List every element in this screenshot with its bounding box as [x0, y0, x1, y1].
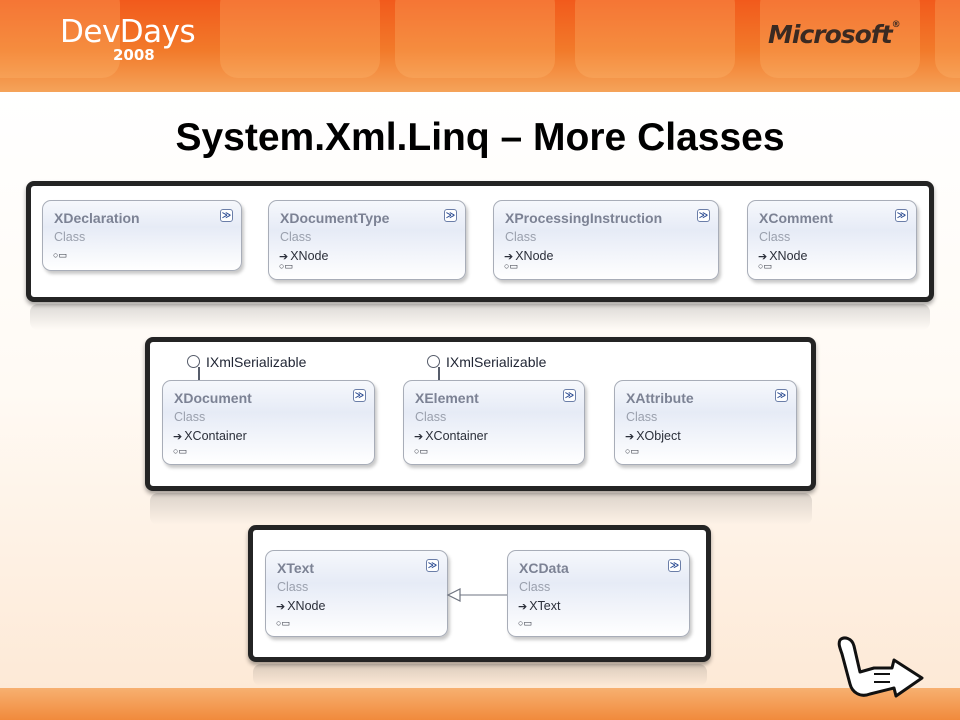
- double-chevron-down-icon[interactable]: ≫: [563, 389, 576, 402]
- class-kind: Class: [174, 410, 206, 424]
- devdays-logo: DevDays: [60, 14, 196, 50]
- class-kind: Class: [759, 230, 791, 244]
- lollipop-interface-icon: ○▭: [758, 261, 772, 271]
- slide-title: System.Xml.Linq – More Classes: [175, 116, 785, 159]
- lollipop-interface-icon: ○▭: [414, 446, 428, 456]
- class-base: ➔XText: [518, 599, 561, 613]
- lollipop-interface-icon: ○▭: [625, 446, 639, 456]
- panel-top: XDeclaration Class ○▭ ≫ XDocumentType Cl…: [26, 181, 934, 302]
- class-name: XDeclaration: [54, 210, 140, 226]
- hand-pointer-icon[interactable]: [834, 634, 930, 710]
- class-base: ➔XObject: [625, 429, 681, 443]
- class-kind: Class: [519, 580, 551, 594]
- panel-middle: IXmlSerializable IXmlSerializable XDocum…: [145, 337, 816, 491]
- class-name: XElement: [415, 390, 479, 406]
- class-box-xcdata[interactable]: XCData Class ➔XText ○▭ ≫: [507, 550, 690, 637]
- class-name: XDocumentType: [280, 210, 390, 226]
- lollipop-interface-icon: ○▭: [518, 618, 532, 628]
- header-banner: DevDays 2008 Microsoft®: [0, 0, 960, 92]
- class-name: XDocument: [174, 390, 252, 406]
- class-kind: Class: [415, 410, 447, 424]
- lollipop-interface-icon: ○▭: [504, 261, 518, 271]
- class-box-xprocessinginstruction[interactable]: XProcessingInstruction Class ➔XNode ○▭ ≫: [493, 200, 719, 280]
- lollipop-interface-icon: ○▭: [276, 618, 290, 628]
- class-base: ➔XNode: [279, 249, 329, 263]
- devdays-year: 2008: [113, 46, 155, 64]
- interface-lollipop-xdocument: IXmlSerializable: [187, 354, 306, 370]
- double-chevron-down-icon[interactable]: ≫: [668, 559, 681, 572]
- class-box-xdocument[interactable]: XDocument Class ➔XContainer ○▭ ≫: [162, 380, 375, 465]
- inheritance-arrow-icon: ➔: [758, 251, 768, 263]
- inheritance-arrow-icon: ➔: [625, 431, 635, 443]
- inheritance-arrow-icon: ➔: [279, 251, 289, 263]
- double-chevron-down-icon[interactable]: ≫: [353, 389, 366, 402]
- class-box-xdocumenttype[interactable]: XDocumentType Class ➔XNode ○▭ ≫: [268, 200, 466, 280]
- lollipop-interface-icon: ○▭: [279, 261, 293, 271]
- lollipop-interface-icon: [427, 355, 440, 368]
- inheritance-arrow-icon: ➔: [518, 601, 528, 613]
- class-kind: Class: [505, 230, 537, 244]
- inheritance-connector: [446, 588, 510, 602]
- double-chevron-down-icon[interactable]: ≫: [444, 209, 457, 222]
- lollipop-interface-icon: ○▭: [173, 446, 187, 456]
- double-chevron-down-icon[interactable]: ≫: [426, 559, 439, 572]
- inheritance-arrow-icon: ➔: [504, 251, 514, 263]
- panel-reflection: [30, 304, 930, 330]
- class-name: XText: [277, 560, 315, 576]
- footer-band: [0, 688, 960, 720]
- inheritance-arrow-icon: ➔: [414, 431, 424, 443]
- class-name: XCData: [519, 560, 569, 576]
- class-box-xelement[interactable]: XElement Class ➔XContainer ○▭ ≫: [403, 380, 585, 465]
- double-chevron-down-icon[interactable]: ≫: [775, 389, 788, 402]
- class-base: ➔XContainer: [173, 429, 247, 443]
- class-kind: Class: [54, 230, 86, 244]
- interface-lollipop-xelement: IXmlSerializable: [427, 354, 546, 370]
- panel-reflection: [253, 664, 707, 686]
- panel-reflection: [150, 493, 812, 525]
- class-name: XComment: [759, 210, 833, 226]
- class-base: ➔XNode: [504, 249, 554, 263]
- class-name: XAttribute: [626, 390, 694, 406]
- double-chevron-down-icon[interactable]: ≫: [697, 209, 710, 222]
- class-box-xcomment[interactable]: XComment Class ➔XNode ○▭ ≫: [747, 200, 917, 280]
- class-base: ➔XNode: [276, 599, 326, 613]
- class-box-xtext[interactable]: XText Class ➔XNode ○▭ ≫: [265, 550, 448, 637]
- double-chevron-down-icon[interactable]: ≫: [220, 209, 233, 222]
- inheritance-arrow-icon: ➔: [173, 431, 183, 443]
- class-name: XProcessingInstruction: [505, 210, 663, 226]
- class-base: ➔XNode: [758, 249, 808, 263]
- inheritance-arrow-icon: ➔: [276, 601, 286, 613]
- double-chevron-down-icon[interactable]: ≫: [895, 209, 908, 222]
- class-kind: Class: [626, 410, 658, 424]
- class-kind: Class: [280, 230, 312, 244]
- class-base: ➔XContainer: [414, 429, 488, 443]
- class-box-xdeclaration[interactable]: XDeclaration Class ○▭ ≫: [42, 200, 242, 271]
- panel-bottom: XText Class ➔XNode ○▭ ≫ XCData Class ➔XT…: [248, 525, 711, 662]
- lollipop-interface-icon: [187, 355, 200, 368]
- class-kind: Class: [277, 580, 309, 594]
- class-box-xattribute[interactable]: XAttribute Class ➔XObject ○▭ ≫: [614, 380, 797, 465]
- microsoft-logo: Microsoft®: [768, 20, 901, 49]
- lollipop-interface-icon: ○▭: [53, 250, 67, 260]
